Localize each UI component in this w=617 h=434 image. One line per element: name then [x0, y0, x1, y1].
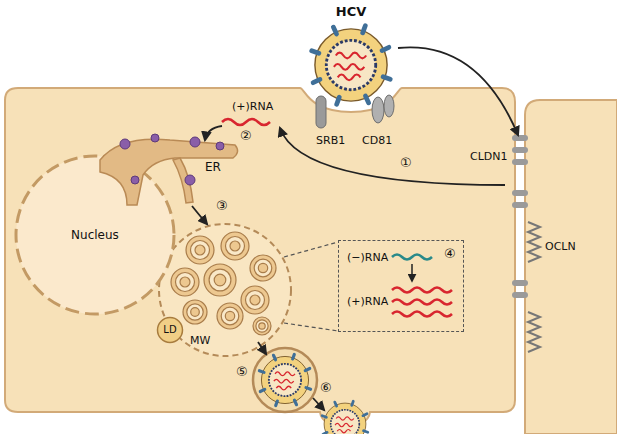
release-arrow [313, 398, 324, 410]
hcv-virion-shape [308, 22, 394, 108]
membrane-vesicle [221, 232, 249, 260]
membrane-vesicle [176, 273, 195, 292]
nucleus-outline [16, 156, 174, 314]
cd81-receptor [372, 97, 384, 123]
viral-protein [120, 139, 130, 149]
region-label: MW [190, 334, 210, 347]
viral-protein [216, 142, 224, 150]
membrane-vesicle [183, 300, 207, 324]
released-virion [322, 401, 367, 434]
membrane-vesicle [191, 308, 200, 317]
callout-number: ① [400, 155, 412, 171]
lipid-droplet: LD [156, 316, 184, 344]
vesicle-cluster [171, 232, 276, 335]
callout-number: ⑤ [236, 364, 248, 380]
callout-number: ② [240, 128, 252, 144]
hcv-virion-label: HCV [336, 4, 366, 20]
er-membrane: ER [95, 120, 245, 210]
viral-protein [131, 176, 139, 184]
claudin [512, 280, 528, 286]
callout-number: ④ [444, 246, 456, 262]
occludin [528, 222, 540, 262]
membrane-vesicle [186, 236, 214, 264]
negative-rna [392, 255, 432, 260]
junction-protein-label: CLDN1 [470, 150, 508, 163]
assembly-arrow [258, 342, 266, 354]
lipid-droplet-label: LD [163, 324, 176, 336]
membrane-vesicle [191, 241, 210, 260]
membrane-vesicle [254, 259, 272, 277]
membrane-vesicle [195, 245, 205, 255]
membrane-vesicle [250, 295, 260, 305]
inset-guide [284, 323, 338, 331]
membrane-vesicle [217, 303, 243, 329]
positive-rna [222, 119, 270, 125]
viral-protein [190, 137, 200, 147]
receptor-label: SRB1 [316, 134, 345, 147]
membrane-vesicle [230, 241, 240, 251]
cd81-receptor [384, 95, 394, 117]
membrane-vesicle [259, 323, 265, 329]
host-cell [5, 88, 515, 427]
membrane-vesicle [221, 307, 239, 325]
membrane-vesicle [214, 274, 226, 286]
membrane-vesicle [256, 320, 268, 332]
er-membrane-label: ER [205, 160, 221, 174]
claudin-strands [512, 135, 528, 298]
claudin [512, 292, 528, 298]
claudin [512, 135, 528, 141]
claudin [512, 190, 528, 196]
membrane-vesicle [171, 268, 199, 296]
membrane-vesicle [180, 277, 190, 287]
lipid-droplet-outline [158, 318, 183, 343]
membrane-vesicle [226, 237, 245, 256]
replication-inset-label: (+)RNA [347, 295, 388, 308]
rna-label: (+)RNA [232, 100, 273, 113]
membrane-vesicle [209, 269, 231, 291]
membrane-vesicle [250, 255, 276, 281]
er-membrane-shape [95, 120, 245, 210]
occludin [528, 312, 540, 352]
claudin [512, 159, 528, 165]
inset-guide [284, 242, 338, 257]
membrane-vesicle [241, 286, 269, 314]
translation-arrow [205, 126, 222, 140]
membrane-vesicle [187, 304, 203, 320]
positive-rna [392, 288, 452, 293]
claudin [512, 147, 528, 153]
callout-number: ⑥ [320, 380, 332, 396]
positive-rna [392, 300, 452, 305]
membrane-vesicle [253, 317, 271, 335]
viral-protein [151, 134, 159, 142]
virion-body [312, 26, 391, 105]
entry-arrow [398, 47, 518, 135]
junction-protein-label: OCLN [545, 240, 576, 253]
replication-inset-label: (−)RNA [347, 251, 388, 264]
membrane-vesicle [258, 263, 267, 272]
membrane-vesicle [204, 264, 236, 296]
replication-arrow [411, 264, 413, 281]
callout-number: ③ [216, 198, 228, 214]
nucleus: Nucleus [13, 153, 177, 317]
neighbour-cell [525, 100, 617, 434]
assembled-virion [259, 354, 310, 405]
membrane-vesicle [225, 311, 234, 320]
srb1-receptor [316, 96, 326, 128]
membrane-vesicle [246, 291, 265, 310]
viral-protein [185, 175, 195, 185]
positive-rna [392, 312, 452, 317]
secretory-vesicle [253, 348, 317, 412]
receptor-label: CD81 [362, 134, 392, 147]
web-formation-arrow [192, 206, 207, 224]
hcv-virion: HCV [308, 22, 394, 108]
nucleus-label: Nucleus [71, 228, 119, 242]
claudin [512, 202, 528, 208]
